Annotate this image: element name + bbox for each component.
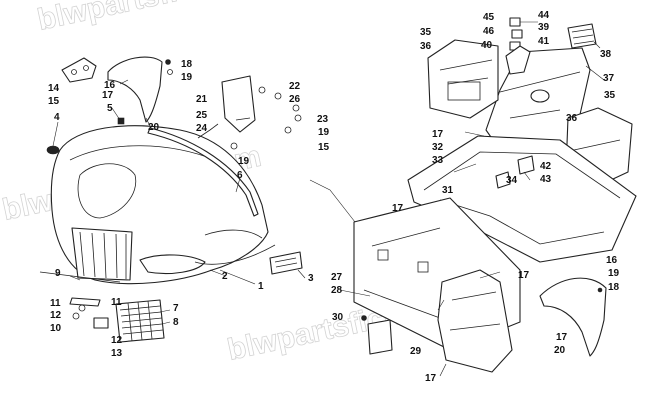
access-cover[interactable] [221,75,256,133]
part-45[interactable] [509,17,521,27]
callout-20b: 20 [554,345,566,356]
callout-42: 42 [540,161,552,172]
callout-1: 1 [258,281,264,292]
callout-17b: 17 [432,129,444,140]
callout-20a: 20 [148,122,160,133]
callout-18b: 18 [608,282,620,293]
callout-22: 22 [289,81,301,92]
callout-19b: 19 [238,156,250,167]
callout-19a: 19 [181,72,193,83]
emblem[interactable] [46,145,60,155]
callout-36b: 36 [566,113,578,124]
callout-12a: 12 [50,310,62,321]
callout-17d: 17 [518,270,530,281]
callout-44: 44 [538,10,550,21]
mount-bracket[interactable] [61,57,97,83]
clip-11[interactable] [69,297,101,307]
callout-2: 2 [222,271,228,282]
grille[interactable] [71,227,133,281]
callout-13: 13 [111,348,123,359]
leader-lines [52,21,605,377]
callout-7: 7 [173,303,179,314]
callout-36a: 36 [420,41,432,52]
callout-17f: 17 [556,332,568,343]
callout-31: 31 [442,185,454,196]
callout-28: 28 [331,285,343,296]
bracket-29[interactable] [367,319,393,355]
callout-3: 3 [308,273,314,284]
callout-17c: 17 [392,203,404,214]
callout-43: 43 [540,174,552,185]
callout-18a: 18 [181,59,193,70]
callout-40: 40 [481,40,493,51]
callout-10: 10 [50,323,62,334]
callout-19c: 19 [318,127,330,138]
callout-37: 37 [603,73,615,84]
callout-9: 9 [55,268,61,279]
bracket-34[interactable] [495,171,511,189]
callout-27: 27 [331,272,343,283]
callout-32: 32 [432,142,444,153]
support-rod[interactable] [39,271,121,283]
callout-33: 33 [432,155,444,166]
callout-35b: 35 [604,90,616,101]
callout-35a: 35 [420,27,432,38]
callout-26: 26 [289,94,301,105]
decal[interactable] [269,251,303,275]
callout-46: 46 [483,26,495,37]
callout-6: 6 [237,170,243,181]
headlight-lens[interactable] [139,254,206,275]
seat-left[interactable] [427,39,499,119]
callout-11a: 11 [50,298,61,309]
fender-flare-right[interactable] [539,277,607,357]
callout-29: 29 [410,346,422,357]
screw[interactable] [117,117,125,125]
callout-17a: 17 [102,90,114,101]
watermark-line-1: blwpartsfiche.com [35,0,300,37]
callout-39: 39 [538,22,550,33]
body-assembly [353,17,637,373]
callout-16b: 16 [606,255,618,266]
clip-12[interactable] [93,317,109,329]
trim-strip[interactable] [147,127,259,217]
callout-45: 45 [483,12,495,23]
callout-30: 30 [332,312,344,323]
fender-liner[interactable] [437,269,513,373]
callout-12b: 12 [111,335,123,346]
callout-16a: 16 [104,80,116,91]
callout-38: 38 [600,49,612,60]
shifter-boot[interactable] [505,45,531,75]
callout-labels: 1 2 3 4 5 6 7 8 9 10 11 11 12 12 13 14 1… [48,10,620,384]
callout-15a: 15 [48,96,60,107]
part-46[interactable] [511,29,523,39]
hood-assembly [39,56,303,343]
callout-25: 25 [196,110,208,121]
callout-17e: 17 [425,373,437,384]
callout-4: 4 [54,112,60,123]
callout-24: 24 [196,123,208,134]
callout-34: 34 [506,175,518,186]
callout-19d: 19 [608,268,620,279]
decal-38[interactable] [567,23,597,49]
callout-14: 14 [48,83,60,94]
bracket-42[interactable] [517,155,535,175]
callout-15b: 15 [318,142,330,153]
callout-23: 23 [317,114,329,125]
callout-5: 5 [107,103,113,114]
callout-8: 8 [173,317,179,328]
fender-flare-left[interactable] [107,56,163,123]
callout-41: 41 [538,36,550,47]
callout-11b: 11 [111,297,122,308]
callout-21: 21 [196,94,208,105]
